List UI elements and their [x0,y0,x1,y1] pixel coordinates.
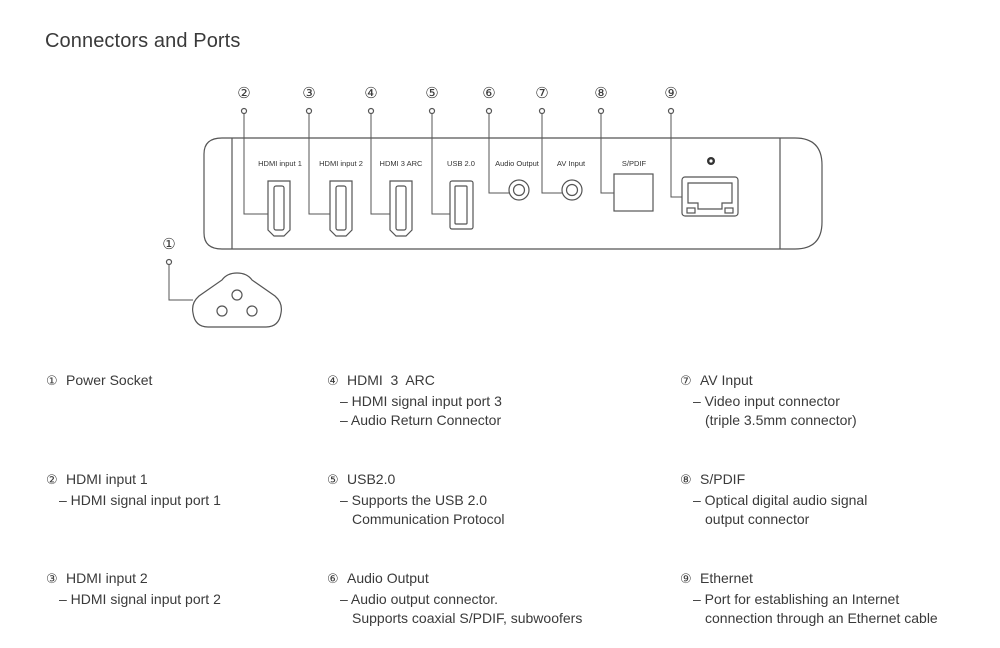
legend-title: S/PDIF [700,471,746,487]
hdmi-port-3 [389,180,413,237]
leader-dots [165,107,675,266]
callout-7: ⑦ [535,85,548,102]
legend-item-spdif: ⑧ S/PDIF – Optical digital audio signal o… [680,470,867,530]
legend-number: ① [46,374,58,389]
spdif-port [613,173,654,212]
callout-6: ⑥ [482,85,495,102]
legend-title: HDMI input 2 [66,570,148,586]
legend-detail: Supports coaxial S/PDIF, subwoofers [352,610,583,626]
hdmi-port-2 [329,180,353,237]
legend-number: ⑥ [327,572,339,587]
panel-label-hdmi2: HDMI input 2 [319,159,363,168]
legend-title: Audio Output [347,570,429,586]
legend-item-ethernet: ⑨ Ethernet – Port for establishing an Int… [680,569,938,629]
legend-detail: connection through an Ethernet cable [705,610,938,626]
panel-label-audio-out: Audio Output [495,159,540,168]
ethernet-port [681,176,739,217]
legend-detail: – Video input connector [693,392,840,409]
legend-number: ② [46,473,58,488]
connector-diagram: ② ③ ④ ⑤ ⑥ ⑦ ⑧ ⑨ ① HDMI input 1 HDMI inpu… [162,85,823,328]
hdmi-port-1 [267,180,291,237]
legend-detail: – Port for establishing an Internet [693,590,900,607]
callout-9: ⑨ [664,85,677,102]
panel-label-spdif: S/PDIF [622,159,647,168]
legend-detail: – Supports the USB 2.0 [340,491,488,508]
network-icon [707,157,715,165]
usb-port [449,180,474,230]
legend-item-usb: ⑤ USB2.0 – Supports the USB 2.0 Communica… [327,470,505,530]
legend-detail: – HDMI signal input port 2 [59,590,221,607]
callout-3: ③ [302,85,315,102]
legend-item-hdmi-input-1: ② HDMI input 1 – HDMI signal input port 1 [46,470,221,510]
legend-number: ⑦ [680,374,692,389]
leader-lines [168,113,682,301]
panel-label-usb: USB 2.0 [447,159,475,168]
legend-number: ⑨ [680,572,692,587]
legend-item-av-input: ⑦ AV Input – Video input connector (tripl… [680,371,857,431]
legend-detail: – Optical digital audio signal [693,491,868,508]
legend-detail: output connector [705,511,810,527]
legend-detail: – HDMI signal input port 3 [340,392,502,409]
legend-title: Ethernet [700,570,753,586]
page-title: Connectors and Ports [45,30,241,52]
panel-label-av-in: AV Input [557,159,586,168]
callout-2: ② [237,85,250,102]
legend-detail: (triple 3.5mm connector) [705,412,857,428]
legend-detail: Communication Protocol [352,511,505,527]
callout-4: ④ [364,85,377,102]
legend-title: HDMI 3 ARC [347,372,435,388]
power-socket [192,272,282,328]
callout-1: ① [162,236,175,253]
av-input-jack [561,179,583,201]
panel-label-hdmi1: HDMI input 1 [258,159,302,168]
callout-8: ⑧ [594,85,607,102]
legend-title: AV Input [700,372,753,388]
legend-title: USB2.0 [347,471,396,487]
legend-item-hdmi-input-2: ③ HDMI input 2 – HDMI signal input port 2 [46,569,221,609]
legend-number: ③ [46,572,58,587]
legend-number: ⑧ [680,473,692,488]
audio-output-jack [508,179,530,201]
callout-5: ⑤ [425,85,438,102]
legend-item-hdmi-3-arc: ④ HDMI 3 ARC – HDMI signal input port 3 –… [327,371,502,431]
legend-detail: – Audio output connector. [340,590,499,607]
legend-number: ④ [327,374,339,389]
panel-label-hdmi3: HDMI 3 ARC [380,159,424,168]
legend-title: Power Socket [66,372,153,388]
legend-number: ⑤ [327,473,339,488]
device-body [203,137,823,250]
legend-detail: – HDMI signal input port 1 [59,491,221,508]
legend-title: HDMI input 1 [66,471,148,487]
legend-item-power-socket: ① Power Socket [46,371,152,392]
legend-detail: – Audio Return Connector [340,412,502,428]
